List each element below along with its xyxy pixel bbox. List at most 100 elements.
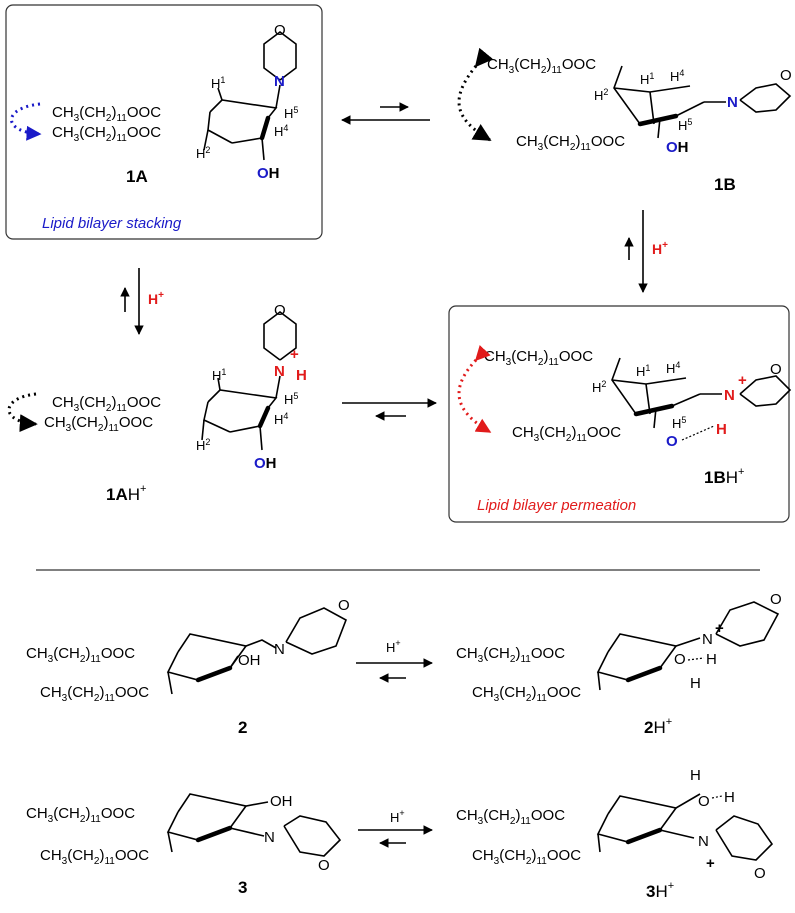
ester-chain-2H-top: CH3(CH2)11OOC <box>456 645 565 665</box>
ester-chain-3H-bottom: CH3(CH2)11OOC <box>472 847 581 867</box>
h4-label-1AH: H4 <box>274 411 288 427</box>
h1-label-1B: H1 <box>640 71 654 87</box>
atom-H-1AH: H <box>296 367 307 384</box>
atom-N-1BH: N <box>724 387 735 404</box>
h2-label-1BH: H2 <box>592 379 606 395</box>
equilibrium-arrows-3: H+ <box>358 808 433 848</box>
label-2H: 2H+ <box>644 716 672 737</box>
label-1A: 1A <box>126 167 148 186</box>
atom-N-1B: N <box>727 94 738 111</box>
label-3H: 3H+ <box>646 880 674 901</box>
atom-N-2: N <box>274 641 285 658</box>
oh-3: OH <box>270 793 293 810</box>
plus-2H: + <box>715 620 724 637</box>
ester-chain-2-top: CH3(CH2)11OOC <box>26 645 135 665</box>
oh-1AH: OH <box>254 455 277 472</box>
oh-2: OH <box>238 652 261 669</box>
atom-O-morph-1BH: O <box>770 361 782 378</box>
h1-label-1AH: H1 <box>212 367 226 383</box>
h2-label-1B: H2 <box>594 87 608 103</box>
equilibrium-arrows-1AH-1BH <box>342 398 437 421</box>
box-1A <box>5 4 323 240</box>
ester-chain-2-bottom: CH3(CH2)11OOC <box>40 684 149 704</box>
ester-chain-1AH-bottom: CH3(CH2)11OOC <box>44 414 153 434</box>
atom-H-N-2H: H <box>706 651 717 668</box>
proton-label-3: H+ <box>390 808 405 825</box>
molecule-1B: CH3(CH2)11OOC CH3(CH2)11OOC N O H2 H1 H4… <box>487 56 792 156</box>
equilibrium-arrows-1A-1B <box>341 102 430 125</box>
h4-label-1B: H4 <box>670 68 684 84</box>
atom-O-3H: O <box>698 793 710 810</box>
atom-N-1AH: N <box>274 363 285 380</box>
stacking-arrow-1AH <box>7 392 38 433</box>
ester-chain-3-top: CH3(CH2)11OOC <box>26 805 135 825</box>
atom-N-2H: N <box>702 631 713 648</box>
atom-N-3: N <box>264 829 275 846</box>
proton-label-1B: H+ <box>652 240 668 257</box>
molecule-1BH: CH3(CH2)11OOC CH3(CH2)11OOC N + H O H2 H… <box>484 348 792 450</box>
h5-label-1AH: H5 <box>284 391 298 407</box>
plus-3H: + <box>706 855 715 872</box>
atom-O-morph-3H: O <box>754 865 766 882</box>
h5-label-1BH: H5 <box>672 415 686 431</box>
atom-O-morph-1AH: O <box>274 302 286 319</box>
ester-chain-2H-bottom: CH3(CH2)11OOC <box>472 684 581 704</box>
protonation-arrows-1B: H+ <box>624 210 668 293</box>
ester-chain-1BH-bottom: CH3(CH2)11OOC <box>512 424 621 444</box>
box-1BH <box>448 305 790 523</box>
caption-1A: Lipid bilayer stacking <box>42 215 182 232</box>
ester-chain-1B-bottom: CH3(CH2)11OOC <box>516 133 625 153</box>
h2-label-1A: H2 <box>196 145 210 161</box>
stacking-arrow-1A <box>10 102 42 141</box>
label-3: 3 <box>238 878 247 897</box>
label-1AH: 1AH+ <box>106 483 146 504</box>
oh-1A: OH <box>257 165 280 182</box>
atom-O-morph-2H: O <box>770 591 782 608</box>
h2-label-1AH: H2 <box>196 437 210 453</box>
atom-H-N-3H: H <box>724 789 735 806</box>
molecule-1AH: CH3(CH2)11OOC CH3(CH2)11OOC N + H O H1 H… <box>44 302 307 472</box>
label-1BH: 1BH+ <box>704 466 744 487</box>
atom-N-1A: N <box>274 73 285 90</box>
h4-label-1A: H4 <box>274 123 288 139</box>
label-1B: 1B <box>714 175 736 194</box>
atom-O-morph-2: O <box>338 597 350 614</box>
caption-1BH: Lipid bilayer permeation <box>477 497 636 514</box>
equilibrium-arrows-2: H+ <box>356 638 433 683</box>
plus-1BH: + <box>738 372 747 389</box>
h1-label-1BH: H1 <box>636 363 650 379</box>
ester-chain-1BH-top: CH3(CH2)11OOC <box>484 348 593 368</box>
folding-arrow-1B <box>457 47 494 142</box>
ester-chain-1A-bottom: CH3(CH2)11OOC <box>52 124 161 144</box>
oh-1B: OH <box>666 139 689 156</box>
h5-label-1B: H5 <box>678 117 692 133</box>
atom-O-morph-1B: O <box>780 67 792 84</box>
atom-N-3H: N <box>698 833 709 850</box>
o-1BH: O <box>666 433 678 450</box>
molecule-2H: CH3(CH2)11OOC CH3(CH2)11OOC N + O O H H <box>456 591 782 704</box>
atom-O-morph-3: O <box>318 857 330 874</box>
h1-label-1A: H1 <box>211 75 225 91</box>
molecule-1A: CH3(CH2)11OOC CH3(CH2)11OOC N O H1 H2 H5… <box>52 22 298 182</box>
molecule-3: CH3(CH2)11OOC CH3(CH2)11OOC N OH O <box>26 793 342 874</box>
proton-label-2: H+ <box>386 638 401 655</box>
ester-chain-1A-top: CH3(CH2)11OOC <box>52 104 161 124</box>
permeation-arrow-1BH <box>457 345 492 434</box>
atom-H-O-2H: H <box>690 675 701 692</box>
atom-H-1BH: H <box>716 421 727 438</box>
h4-label-1BH: H4 <box>666 360 680 376</box>
proton-label-1A: H+ <box>148 290 164 307</box>
ester-chain-3-bottom: CH3(CH2)11OOC <box>40 847 149 867</box>
label-2: 2 <box>238 718 247 737</box>
atom-H-O-3H: H <box>690 767 701 784</box>
plus-1AH: + <box>290 346 299 363</box>
atom-O-2H: O <box>674 651 686 668</box>
ester-chain-1B-top: CH3(CH2)11OOC <box>487 56 596 76</box>
h5-label-1A: H5 <box>284 105 298 121</box>
molecule-2: CH3(CH2)11OOC CH3(CH2)11OOC N OH O <box>26 597 350 704</box>
atom-O-morph-1A: O <box>274 22 286 39</box>
protonation-arrows-1A: H+ <box>120 268 164 335</box>
ester-chain-3H-top: CH3(CH2)11OOC <box>456 807 565 827</box>
ester-chain-1AH-top: CH3(CH2)11OOC <box>52 394 161 414</box>
